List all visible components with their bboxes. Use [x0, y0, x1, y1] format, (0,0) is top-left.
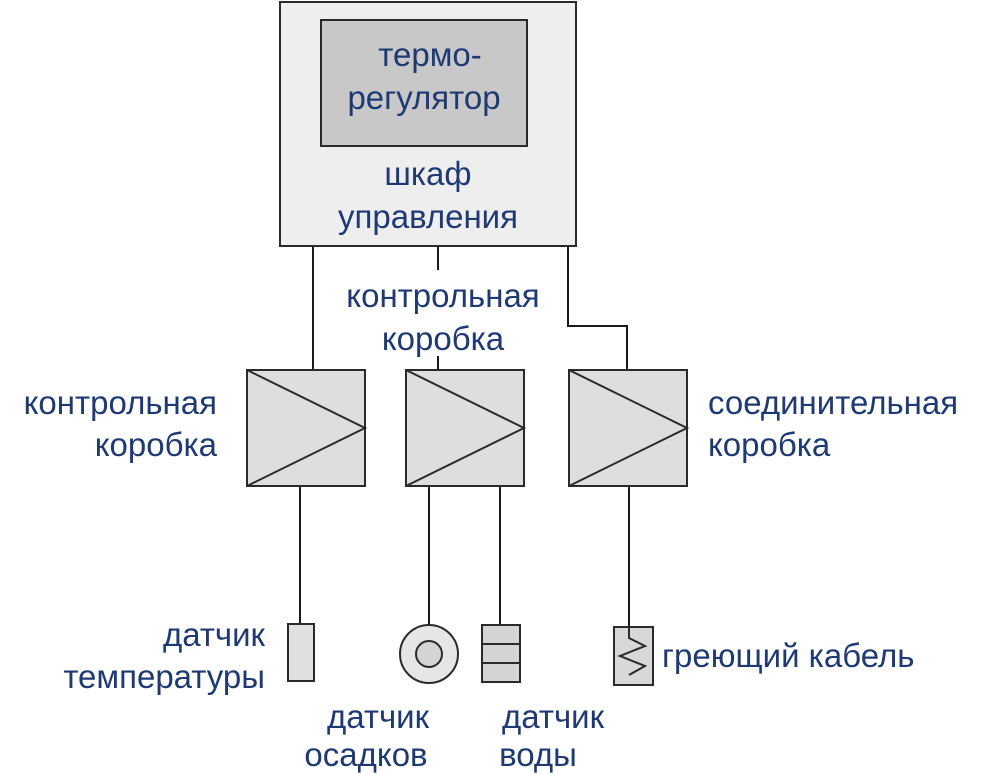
precipitation-sensor-icon — [399, 624, 459, 684]
right-box-label-line2: коробка — [708, 426, 831, 463]
temperature-sensor-icon — [287, 623, 315, 682]
thermostat-label-line2: регулятор — [347, 79, 500, 116]
precipitation-sensor: датчик осадков — [304, 624, 459, 773]
left-box-label-line1: контрольная — [24, 384, 217, 421]
heating-cable-label: греющий кабель — [662, 637, 914, 674]
water-sensor: датчик воды — [481, 624, 605, 773]
cabinet-label-line1: шкаф — [384, 155, 471, 192]
right-box-label-line1: соединительная — [708, 384, 958, 421]
heating-cable-icon — [613, 626, 654, 686]
temperature-sensor-label-line2: температуры — [63, 658, 265, 695]
water-sensor-label-line2: воды — [499, 736, 577, 773]
water-sensor-label-line1: датчик — [502, 698, 605, 735]
junction-box-icon — [246, 369, 368, 487]
junction-box-right: соединительная коробка — [568, 369, 958, 487]
junction-box-left: контрольная коробка — [24, 369, 368, 487]
middle-box-label-line2: коробка — [382, 320, 505, 357]
left-box-label-line2: коробка — [95, 426, 218, 463]
thermostat-block — [320, 19, 528, 147]
temperature-sensor: датчик температуры — [63, 616, 315, 695]
precipitation-sensor-label-line1: датчик — [327, 698, 430, 735]
wiring — [299, 246, 630, 627]
wire-cabinet-to-right-box — [567, 246, 628, 370]
junction-box-icon — [568, 369, 690, 487]
water-sensor-icon — [481, 624, 521, 683]
cabinet-label-line2: управления — [338, 198, 518, 235]
middle-box-label-line1: контрольная — [346, 277, 539, 314]
precipitation-sensor-label-line2: осадков — [304, 736, 427, 773]
junction-box-middle — [405, 369, 527, 487]
junction-box-icon — [405, 369, 527, 487]
control-cabinet: термо- регулятор шкаф управления — [279, 1, 577, 247]
temperature-sensor-label-line1: датчик — [163, 616, 266, 653]
thermostat-label-line1: термо- — [378, 36, 481, 73]
heating-cable: греющий кабель — [613, 626, 914, 686]
